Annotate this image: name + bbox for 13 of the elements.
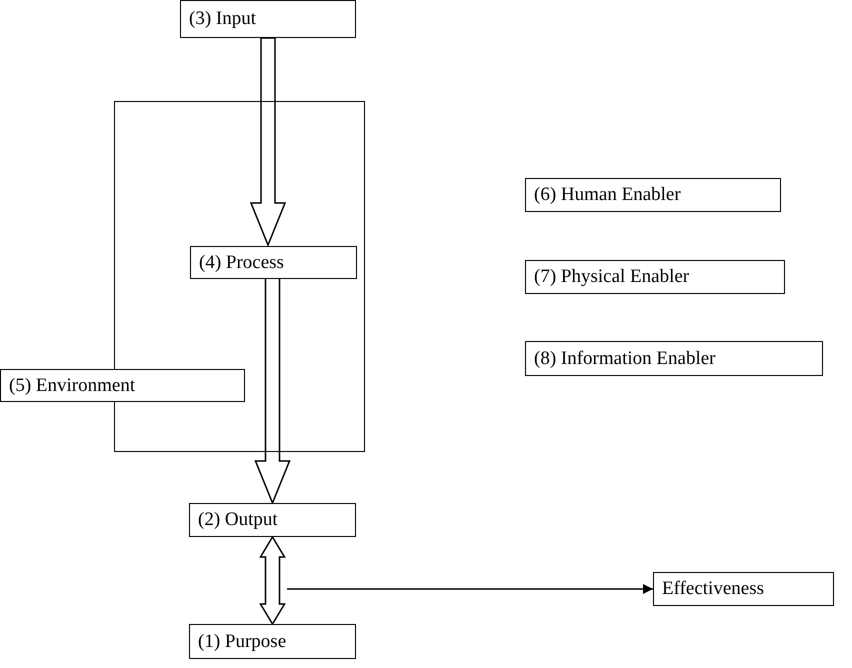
process-box: (5) Environment [0,369,245,402]
process-box: (3) Input [180,0,356,38]
process-box: (8) Information Enabler [525,341,823,376]
process-box: (2) Output [189,503,356,537]
process-box: (1) Purpose [189,624,356,659]
block-arrow [259,536,286,626]
block-arrow [250,37,286,247]
process-box: (6) Human Enabler [525,178,781,212]
process-box: Effectiveness [653,572,834,606]
process-box: (7) Physical Enabler [525,260,785,294]
process-box: (4) Process [190,246,357,279]
arrow [287,584,653,594]
block-arrow [254,277,291,505]
